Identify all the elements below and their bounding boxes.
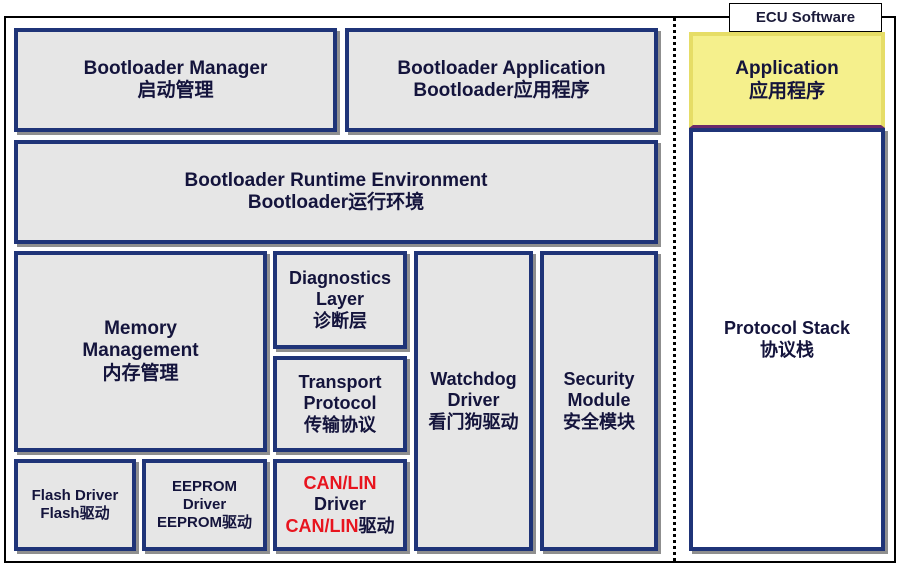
watchdog-driver-zh: 看门狗驱动	[428, 411, 519, 432]
transport-protocol-en1: Transport	[298, 372, 382, 393]
diagnostics-layer-en1: Diagnostics	[288, 268, 392, 289]
protocol-stack-box: Protocol Stack 协议栈	[689, 128, 885, 551]
runtime-environment-zh: Bootloader运行环境	[247, 192, 425, 213]
bootloader-manager-zh: 启动管理	[137, 80, 214, 101]
bootloader-application-box: Bootloader Application Bootloader应用程序	[345, 28, 658, 132]
bootloader-application-zh: Bootloader应用程序	[413, 80, 590, 101]
transport-protocol-en2: Protocol	[303, 393, 377, 414]
bootloader-application-en: Bootloader Application	[397, 57, 606, 79]
application-zh: 应用程序	[748, 80, 825, 102]
diagnostics-layer-zh: 诊断层	[313, 310, 367, 331]
watchdog-driver-en1: Watchdog	[430, 369, 517, 390]
runtime-environment-en: Bootloader Runtime Environment	[184, 169, 488, 191]
flash-driver-box: Flash Driver Flash驱动	[14, 459, 136, 551]
protocol-stack-zh: 协议栈	[760, 339, 814, 360]
can-lin-driver-box: CAN/LIN Driver CAN/LIN驱动	[273, 459, 407, 551]
diagnostics-layer-en2: Layer	[315, 289, 365, 310]
bootloader-manager-box: Bootloader Manager 启动管理	[14, 28, 337, 132]
flash-driver-en: Flash Driver	[31, 487, 119, 505]
transport-protocol-box: Transport Protocol 传输协议	[273, 356, 407, 452]
dotted-divider	[673, 18, 676, 561]
eeprom-driver-box: EEPROM Driver EEPROM驱动	[142, 459, 267, 551]
can-lin-driver-zh-suffix: 驱动	[358, 515, 395, 536]
diagnostics-layer-box: Diagnostics Layer 诊断层	[273, 251, 407, 349]
watchdog-driver-box: Watchdog Driver 看门狗驱动	[414, 251, 533, 551]
can-lin-driver-en1: CAN/LIN	[303, 473, 377, 494]
can-lin-driver-en2: Driver	[313, 494, 367, 515]
security-module-box: Security Module 安全模块	[540, 251, 658, 551]
application-box: Application 应用程序	[689, 32, 885, 128]
watchdog-driver-en2: Driver	[447, 390, 500, 411]
bootloader-frame	[4, 16, 896, 563]
runtime-environment-box: Bootloader Runtime Environment Bootloade…	[14, 140, 658, 244]
protocol-stack-en: Protocol Stack	[723, 318, 851, 339]
memory-management-en1: Memory	[104, 317, 177, 339]
ecu-software-label: ECU Software	[729, 3, 882, 32]
application-en: Application	[735, 58, 839, 80]
can-lin-driver-zh: CAN/LIN驱动	[286, 516, 395, 537]
security-module-en1: Security	[563, 369, 635, 390]
eeprom-driver-en1: EEPROM	[171, 478, 237, 496]
flash-driver-zh: Flash驱动	[40, 505, 110, 522]
bootloader-manager-en: Bootloader Manager	[83, 57, 268, 79]
memory-management-en2: Management	[82, 340, 199, 362]
transport-protocol-zh: 传输协议	[304, 414, 376, 435]
can-lin-driver-zh-prefix: CAN/LIN	[285, 515, 359, 536]
eeprom-driver-zh: EEPROM驱动	[156, 513, 252, 531]
memory-management-zh: 内存管理	[102, 362, 179, 384]
memory-management-box: Memory Management 内存管理	[14, 251, 267, 452]
security-module-en2: Module	[567, 390, 631, 411]
security-module-zh: 安全模块	[563, 411, 635, 432]
eeprom-driver-en2: Driver	[182, 496, 227, 514]
